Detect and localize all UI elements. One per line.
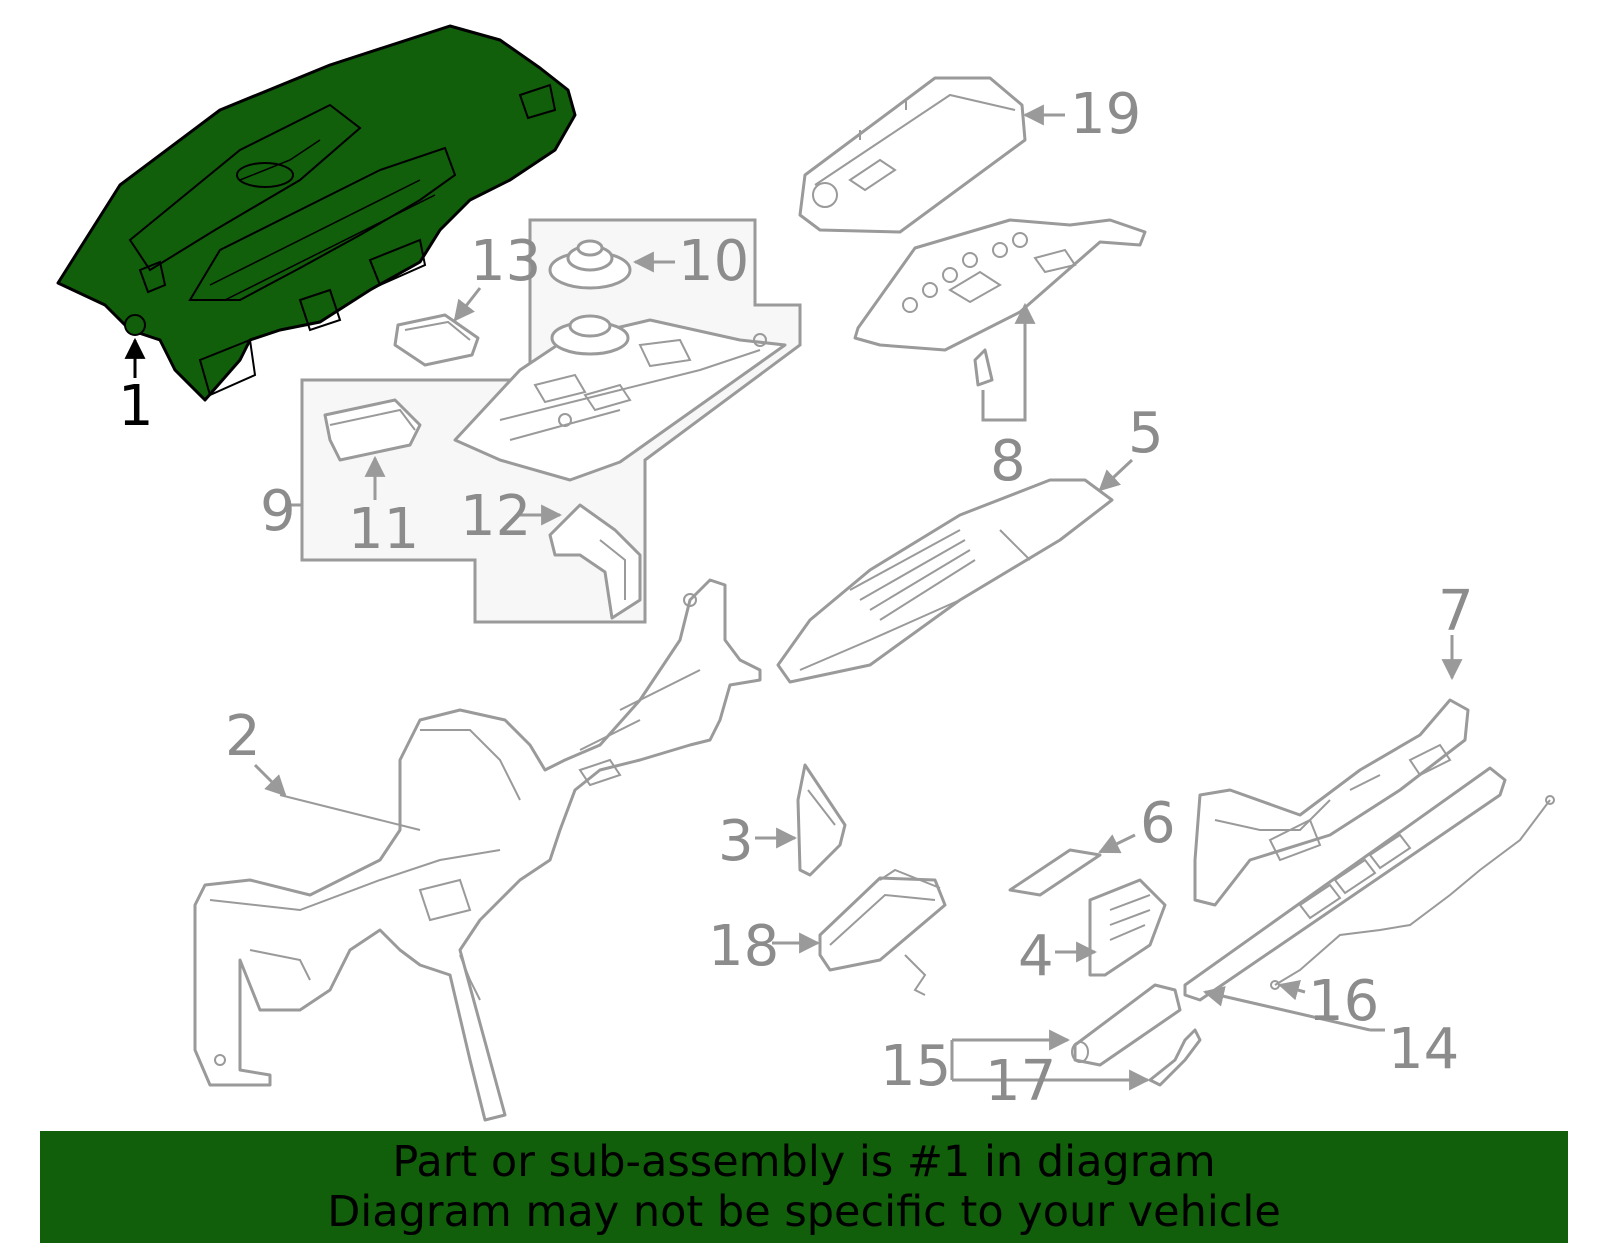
trim-strip-part-6[interactable]	[1008, 848, 1102, 897]
leader-16	[1277, 979, 1306, 1001]
lower-panel-part-7[interactable]	[1193, 698, 1470, 907]
callout-10: 10	[678, 229, 749, 294]
console-carrier[interactable]	[453, 314, 787, 482]
callout-5: 5	[1128, 401, 1164, 466]
cross-car-beam-part-2[interactable]	[193, 578, 762, 1122]
callout-8: 8	[990, 429, 1026, 494]
callout-9: 9	[260, 479, 296, 544]
vent-housing-part-4[interactable]	[1088, 878, 1167, 977]
leader-13	[453, 287, 482, 322]
knee-airbag-part-15[interactable]	[1071, 983, 1182, 1067]
banner-line-2: Diagram may not be specific to your vehi…	[327, 1187, 1281, 1237]
callout-16: 16	[1308, 969, 1379, 1034]
callout-14: 14	[1388, 1017, 1459, 1082]
callout-3: 3	[718, 809, 754, 874]
callout-11: 11	[348, 497, 419, 562]
callout-4: 4	[1018, 924, 1054, 989]
speaker-part-10[interactable]	[548, 239, 632, 290]
callout-7: 7	[1438, 579, 1474, 644]
bezel-part-11[interactable]	[323, 398, 422, 462]
callout-2: 2	[225, 704, 261, 769]
bracket-part-12[interactable]	[548, 503, 642, 620]
airbag-bracket-part-8[interactable]	[853, 218, 1147, 387]
callout-15: 15	[880, 1034, 951, 1099]
airbag-part-19[interactable]	[798, 76, 1027, 234]
leader-14	[1202, 986, 1371, 1032]
knee-panel-part-14[interactable]	[1183, 766, 1507, 1002]
vent-part-13[interactable]	[393, 313, 480, 367]
upper-trim-part-5[interactable]	[776, 478, 1114, 684]
banner-line-1: Part or sub-assembly is #1 in diagram	[392, 1137, 1216, 1187]
callout-6: 6	[1140, 791, 1176, 856]
module-part-18[interactable]	[818, 868, 947, 996]
end-cap-part-3[interactable]	[796, 763, 847, 877]
callout-19: 19	[1070, 82, 1141, 147]
callout-12: 12	[460, 484, 531, 549]
leader-6	[1098, 833, 1136, 854]
leader-5	[1098, 458, 1134, 492]
leader-8	[981, 302, 1036, 422]
connector-part-17[interactable]	[1148, 1028, 1202, 1087]
callout-17: 17	[985, 1049, 1056, 1114]
notice-banner: Part or sub-assembly is #1 in diagram Di…	[40, 1131, 1568, 1243]
instrument-panel-part-1[interactable]	[56, 24, 577, 402]
leader-2	[253, 763, 287, 797]
callout-13: 13	[470, 229, 541, 294]
callout-18: 18	[708, 914, 779, 979]
callout-1: 1	[118, 374, 154, 439]
